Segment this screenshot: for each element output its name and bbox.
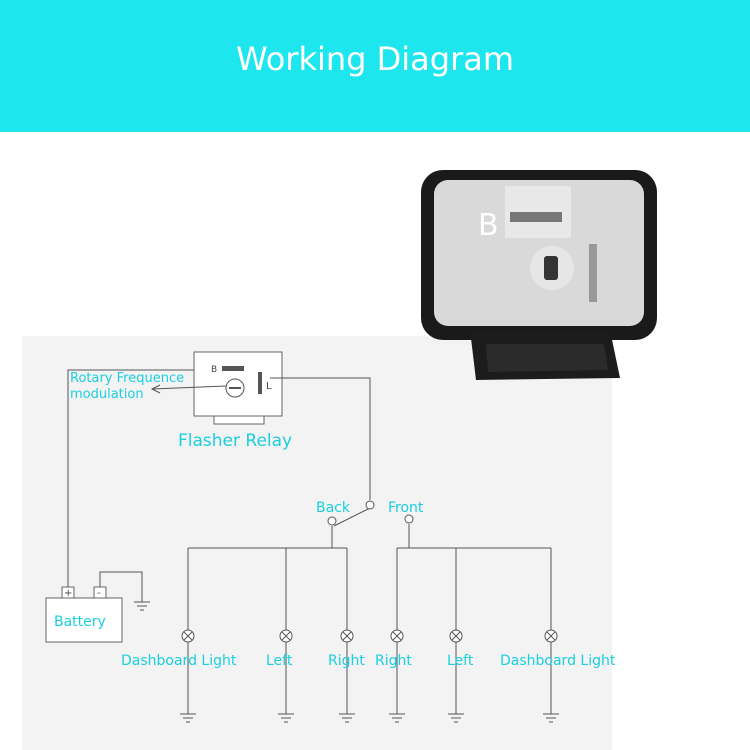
rotary-arrow-head	[150, 384, 161, 394]
relay-photo-pin-b-label: B	[478, 208, 499, 243]
wire-battery-ground	[99, 571, 143, 602]
battery-body	[45, 597, 123, 643]
light-label-3: Right	[328, 653, 365, 669]
front-label: Front	[388, 500, 424, 516]
light-label-6: Dashboard Light	[500, 653, 616, 669]
relay-pin-l-label: L	[266, 381, 272, 392]
light-label-1: Dashboard Light	[121, 653, 237, 669]
diagram-panel	[22, 336, 612, 750]
relay-photo-pin-l	[589, 244, 597, 302]
switch-terminal-back	[327, 516, 337, 526]
rotary-label-line2: modulation	[70, 387, 144, 402]
wires	[67, 369, 551, 602]
switch-arm	[333, 507, 371, 527]
relay-photo-bracket-slot	[486, 344, 608, 372]
light-label-4: Right	[375, 653, 412, 669]
wire-battery-to-relay	[67, 369, 194, 592]
battery: + - Battery	[45, 586, 123, 643]
battery-minus-label: -	[97, 588, 101, 599]
relay-base	[213, 415, 265, 425]
battery-terminal-plus	[61, 586, 75, 599]
relay-pin-l	[258, 372, 262, 394]
battery-plus-label: +	[64, 588, 72, 599]
lamp-cross-b-6	[546, 631, 556, 641]
relay-photo-dial-slot	[544, 256, 558, 280]
battery-label: Battery	[54, 614, 106, 630]
light-label-5: Left	[447, 653, 474, 669]
page-title: Working Diagram	[235, 40, 515, 78]
relay-pin-b	[222, 366, 244, 371]
lamp-cross-b-5	[451, 631, 461, 641]
rotary-label-line1: Rotary Frequence	[70, 371, 184, 386]
relay-pin-b-label: B	[211, 365, 217, 375]
relay-photo-pin-b	[510, 212, 562, 222]
flasher-relay: B L	[193, 351, 283, 425]
relay-label: Flasher Relay	[178, 431, 292, 451]
lamp-cross-b-4	[392, 631, 402, 641]
lamp-cross-b-1	[183, 631, 193, 641]
lamp-cross-b-2	[281, 631, 291, 641]
battery-ground-icon	[134, 601, 150, 611]
rotary-arrow-line	[151, 385, 227, 390]
back-label: Back	[316, 500, 351, 516]
wire-relay-to-switch	[270, 377, 371, 500]
title-banner: Working Diagram	[0, 0, 750, 132]
lamp-cross-b-3	[342, 631, 352, 641]
switch-pivot	[365, 500, 375, 510]
lamp-branches	[180, 548, 559, 723]
relay-photo: B	[421, 170, 657, 380]
switch-terminal-front	[404, 514, 414, 524]
light-label-2: Left	[266, 653, 293, 669]
battery-terminal-minus	[93, 586, 107, 599]
